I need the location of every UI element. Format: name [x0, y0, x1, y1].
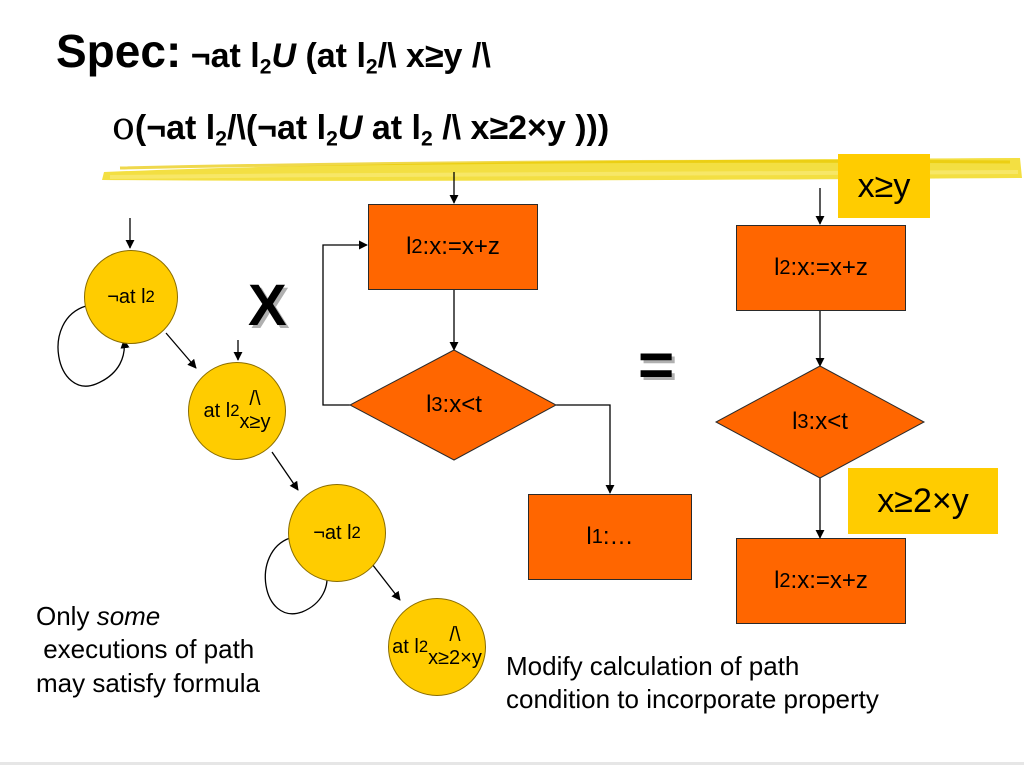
- formula-part: at l: [362, 109, 422, 147]
- formula-subscript: 2: [421, 127, 433, 151]
- until-operator: U: [337, 109, 363, 147]
- product-symbol: X: [248, 273, 287, 338]
- formula-part: /\(¬at l: [226, 109, 327, 147]
- s3-self-loop: [264, 537, 333, 615]
- label-x-ge-2y: x≥2×y: [848, 468, 998, 534]
- formula-subscript: 2: [365, 55, 378, 79]
- until-operator: U: [271, 37, 296, 75]
- formula-part: (at l: [305, 37, 366, 75]
- formula-subscript: 2: [215, 127, 227, 151]
- formula-part: ¬at l: [190, 37, 260, 75]
- formula-subscript: 2: [326, 127, 338, 151]
- spec-label: Spec:: [56, 25, 182, 77]
- formula-subscript: 2: [259, 55, 272, 79]
- footer-divider: [0, 762, 1024, 765]
- formula-part: (¬at l: [134, 109, 216, 147]
- s2-to-s3-arrow: [271, 451, 299, 491]
- s1-self-loop: [57, 305, 130, 387]
- slide-title-line-1: Spec: ¬at l2U (at l2/\ x≥y /\: [56, 24, 491, 80]
- next-operator: o: [112, 104, 135, 148]
- label-x-ge-y: x≥y: [838, 154, 930, 218]
- program-condition-diamond: [348, 349, 558, 461]
- result-condition-diamond: [714, 365, 926, 479]
- formula-part: /\ x≥2×y ))): [432, 109, 610, 147]
- equals-symbol: =: [638, 331, 675, 400]
- s1-to-s2-arrow: [165, 332, 197, 369]
- slide-title-line-2: o(¬at l2/\(¬at l2U at l2 /\ x≥2×y ))): [112, 104, 609, 152]
- s3-to-s4-arrow: [371, 563, 401, 601]
- cond-to-exit-arrow: [556, 404, 615, 494]
- formula-part: /\ x≥y /\: [377, 37, 491, 75]
- loop-back-arrow: [322, 240, 368, 406]
